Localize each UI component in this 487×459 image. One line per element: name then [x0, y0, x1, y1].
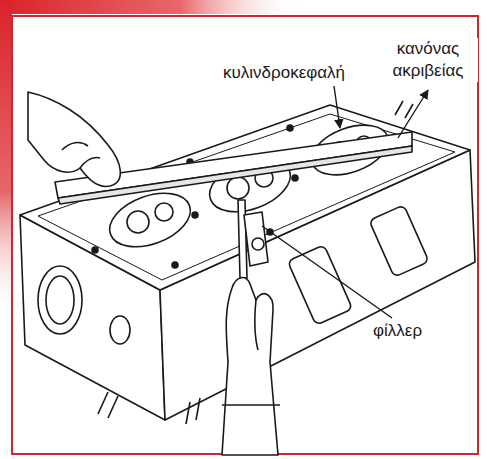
port-opening — [38, 266, 82, 334]
leader-line — [262, 226, 392, 318]
leader-lines — [262, 86, 428, 318]
stud — [98, 392, 200, 424]
hand — [28, 92, 120, 186]
feeler-pack — [244, 212, 268, 266]
finger-line — [62, 143, 100, 168]
feeler-ring — [252, 238, 264, 250]
manifold-port — [369, 205, 429, 277]
bolt-hole — [192, 212, 198, 218]
bolt-hole — [92, 247, 98, 253]
bolt-hole — [292, 175, 298, 181]
sleeve-cuff — [222, 404, 280, 406]
valve-seat — [127, 211, 149, 233]
hand — [222, 278, 278, 455]
frame — [12, 16, 478, 454]
bolt-hole — [287, 125, 293, 131]
upper-hand — [28, 92, 120, 186]
valve-seat — [155, 203, 173, 221]
part-label: κυλινδροκεφαλή — [222, 62, 346, 84]
manifold-port — [287, 245, 352, 325]
feeler-blade — [238, 200, 247, 278]
frame-band — [0, 0, 12, 320]
part-label: φίλλερ — [372, 320, 423, 342]
feeler-gauge — [238, 200, 268, 278]
part-label: κανόνας ακριβείας — [378, 38, 478, 82]
finger-line — [255, 300, 258, 350]
frame-band — [0, 0, 300, 14]
port-opening — [110, 316, 130, 344]
leader-line — [334, 86, 340, 128]
lower-hand — [222, 278, 280, 455]
port-opening — [46, 276, 74, 324]
leader-line — [398, 90, 428, 138]
stud — [395, 101, 413, 118]
bolt-hole — [172, 262, 178, 268]
valve-seat — [227, 177, 249, 199]
